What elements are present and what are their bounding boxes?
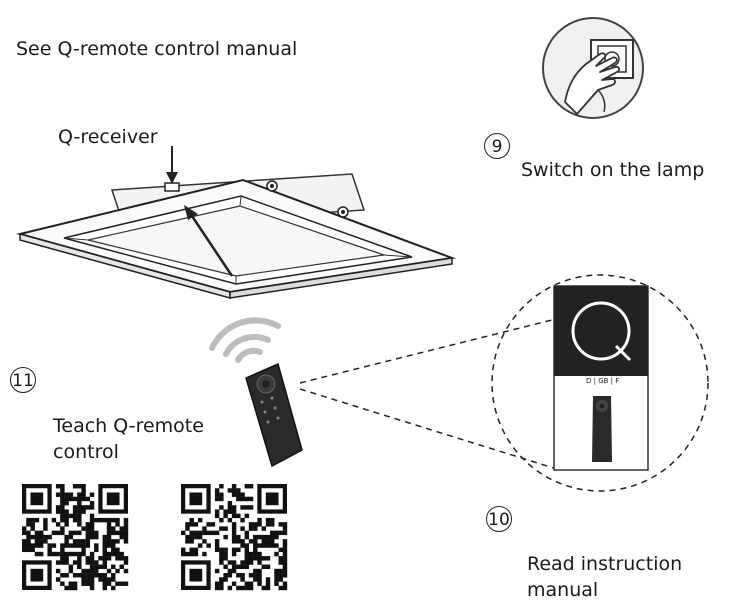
signal-arrow bbox=[184, 205, 234, 277]
teach-label-line2: control bbox=[53, 441, 119, 463]
step-number-teach: 11 bbox=[10, 367, 36, 393]
signal-waves-icon bbox=[209, 317, 281, 363]
receiver-pointer-arrow bbox=[166, 146, 178, 184]
switch-on-label: Switch on the lamp bbox=[521, 159, 705, 181]
read-label-line1: Read instruction bbox=[527, 553, 683, 575]
remote-control-icon bbox=[245, 362, 303, 468]
hand-icon bbox=[564, 52, 621, 115]
callout-dashed-lines bbox=[299, 274, 709, 492]
teach-label-line1: Teach Q-remote bbox=[53, 415, 204, 437]
step-number-switch: 9 bbox=[484, 133, 510, 159]
q-receiver-label: Q-receiver bbox=[58, 126, 158, 148]
q-receiver-module bbox=[164, 182, 180, 192]
ceiling-lamp-panel bbox=[16, 173, 456, 299]
q-logo-icon bbox=[571, 301, 632, 362]
step-number-read: 10 bbox=[486, 506, 512, 532]
manual-reference-text: See Q-remote control manual bbox=[16, 38, 298, 60]
manual-booklet-icon bbox=[553, 285, 649, 471]
manual-language-label: D | GB | F bbox=[586, 377, 620, 385]
qr-code-icon bbox=[181, 484, 288, 591]
read-label-line2: manual bbox=[527, 579, 599, 601]
qr-code-icon bbox=[22, 484, 129, 591]
